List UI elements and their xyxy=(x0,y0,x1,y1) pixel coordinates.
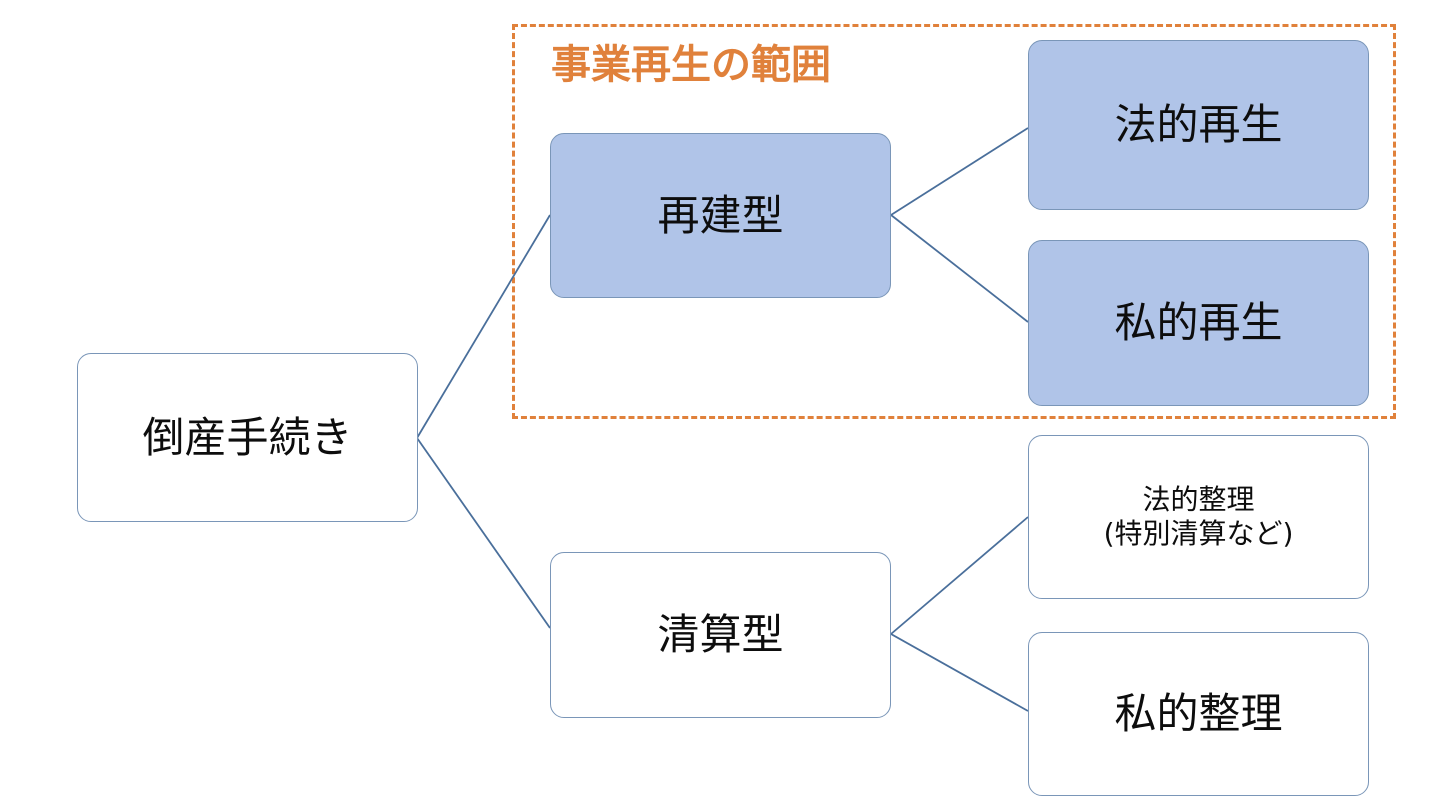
node-private-liquidation[interactable]: 私的整理 xyxy=(1028,632,1369,796)
node-bankruptcy-procedure-label: 倒産手続き xyxy=(142,412,353,462)
node-liquidation-type-label: 清算型 xyxy=(657,610,784,660)
scope-title: 事業再生の範囲 xyxy=(551,42,831,88)
edge-root-to-seisan xyxy=(416,437,551,629)
node-reconstruction-type[interactable]: 再建型 xyxy=(550,133,891,298)
node-legal-liquidation-label: 法的整理 (特別清算など) xyxy=(1103,482,1294,550)
node-legal-revitalization[interactable]: 法的再生 xyxy=(1028,40,1369,210)
edge-seisan-to-shiteki-seiri xyxy=(890,633,1029,712)
node-private-liquidation-label: 私的整理 xyxy=(1114,689,1283,739)
node-private-revitalization[interactable]: 私的再生 xyxy=(1028,240,1369,406)
node-reconstruction-type-label: 再建型 xyxy=(657,190,784,240)
node-liquidation-type[interactable]: 清算型 xyxy=(550,552,891,718)
node-legal-revitalization-label: 法的再生 xyxy=(1114,100,1283,150)
node-legal-liquidation[interactable]: 法的整理 (特別清算など) xyxy=(1028,435,1369,599)
node-private-revitalization-label: 私的再生 xyxy=(1114,298,1283,348)
edge-seisan-to-hoteki-seiri xyxy=(890,516,1029,635)
node-bankruptcy-procedure[interactable]: 倒産手続き xyxy=(77,353,418,522)
